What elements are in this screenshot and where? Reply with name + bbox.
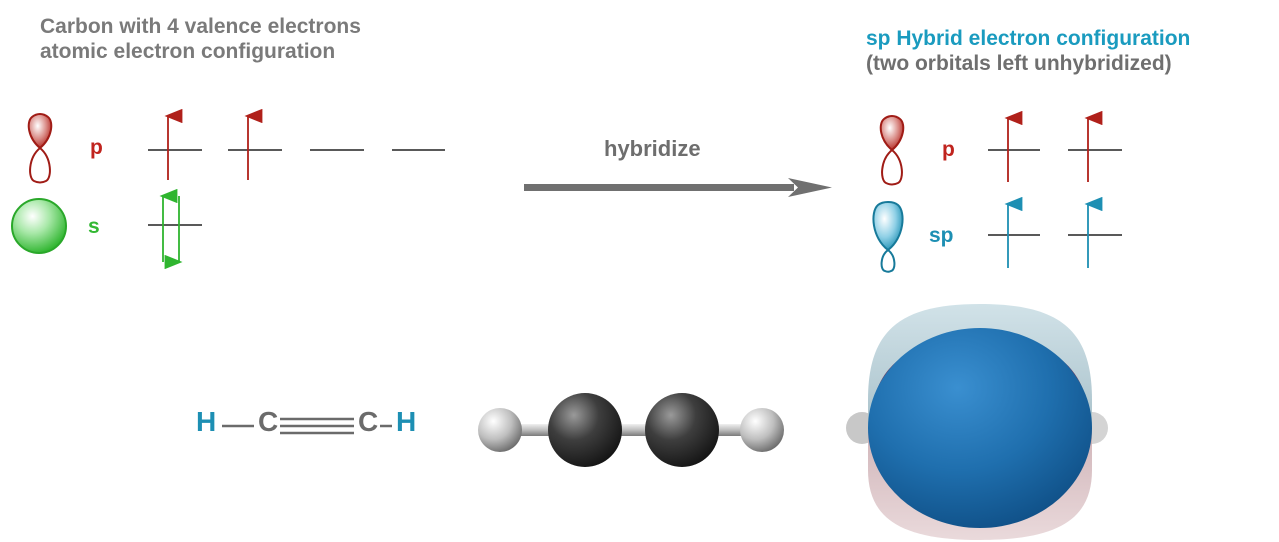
left-title: Carbon with 4 valence electrons atomic e… xyxy=(40,14,361,64)
formula-c-left: C xyxy=(258,406,279,437)
hydrogen-atom-left xyxy=(478,408,522,452)
sp-label-right: sp xyxy=(929,224,954,247)
right-title-line2: (two orbitals left unhybridized) xyxy=(866,52,1172,75)
ball-and-stick-model xyxy=(478,393,784,467)
p-orbital-icon-right xyxy=(879,115,905,186)
s-label-left: s xyxy=(88,215,100,238)
left-energy-levels xyxy=(148,108,445,270)
right-energy-levels xyxy=(988,110,1122,268)
left-title-line1: Carbon with 4 valence electrons xyxy=(40,15,361,38)
formula-h-left: H xyxy=(196,406,217,437)
hybridize-arrow xyxy=(524,178,832,197)
left-title-line2: atomic electron configuration xyxy=(40,40,336,63)
s-orbital-icon xyxy=(11,198,67,254)
carbon-atom-right xyxy=(645,393,719,467)
orbital-density-model xyxy=(846,304,1108,540)
sp-orbital-blob xyxy=(868,328,1092,528)
formula-bonds xyxy=(222,417,392,435)
p-label-right: p xyxy=(942,138,955,161)
carbon-atom-left xyxy=(548,393,622,467)
hydrogen-atom-right xyxy=(740,408,784,452)
right-title: sp Hybrid electron configuration (two or… xyxy=(866,26,1190,76)
formula-c-right: C xyxy=(358,406,379,437)
formula-h-right: H xyxy=(396,406,417,437)
hybridize-label: hybridize xyxy=(604,136,701,161)
sp-orbital-icon xyxy=(872,201,904,273)
right-title-line1: sp Hybrid electron configuration xyxy=(866,27,1191,50)
p-label-left: p xyxy=(90,136,103,159)
bond-stick xyxy=(498,424,768,436)
p-orbital-icon xyxy=(27,113,53,184)
